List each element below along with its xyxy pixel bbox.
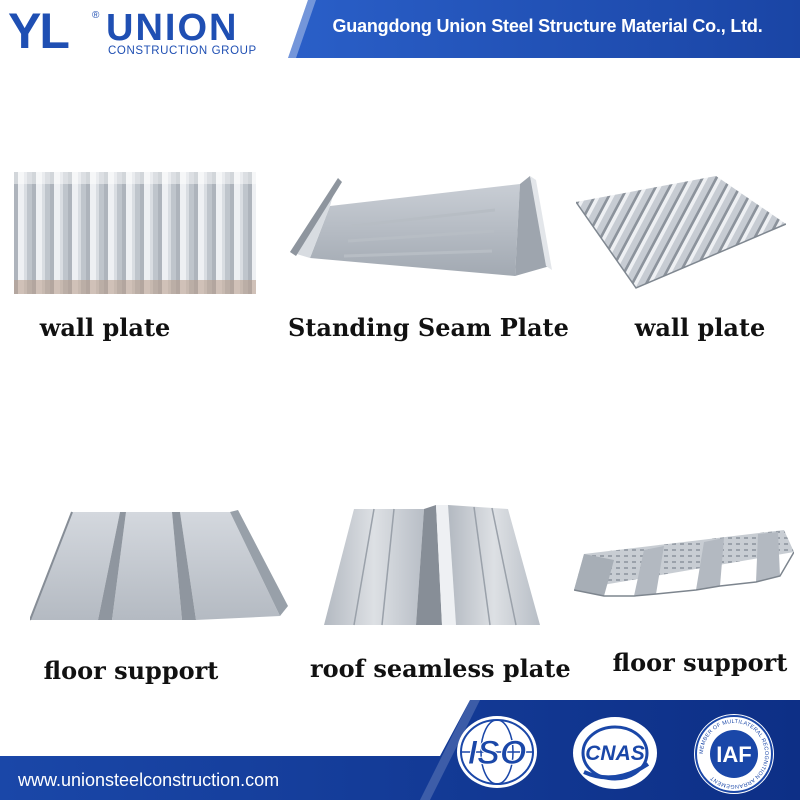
product-card-wall-plate-1 <box>14 172 256 294</box>
product-card-floor-support-1 <box>30 508 288 628</box>
iso-logo-icon: ISO <box>457 716 537 788</box>
product-card-standing-seam-plate <box>290 176 552 294</box>
union-logo: YL ® UNION CONSTRUCTION GROUP <box>8 6 257 54</box>
logo-registered: ® <box>92 10 100 21</box>
product-label: wall plate <box>39 313 171 342</box>
logo-name: UNION <box>106 7 238 49</box>
iaf-label: IAF <box>716 742 751 767</box>
product-label: roof seamless plate <box>310 654 571 683</box>
trapezoidal-wall-plate-icon <box>576 176 786 289</box>
header: YL ® UNION CONSTRUCTION GROUP Guangdong … <box>0 0 800 58</box>
logo-subtitle: CONSTRUCTION GROUP <box>108 45 257 54</box>
logo-mark: YL <box>8 6 68 54</box>
header-banner <box>288 0 800 58</box>
product-card-roof-seamless-plate <box>324 505 540 627</box>
product-label: Standing Seam Plate <box>288 313 569 342</box>
product-label: wall plate <box>634 313 766 342</box>
roof-seamless-plate-icon <box>324 505 540 626</box>
embossed-floor-deck-icon <box>574 530 794 597</box>
iso-label: ISO <box>468 734 527 772</box>
product-label: floor support <box>43 656 219 685</box>
floor-deck-plate-icon <box>30 510 288 621</box>
standing-seam-plate-icon <box>290 176 552 276</box>
company-name: Guangdong Union Steel Structure Material… <box>332 16 763 36</box>
product-card-wall-plate-2 <box>576 176 786 292</box>
cnas-logo-icon: CNAS <box>573 717 657 789</box>
corrugated-wall-plate-icon <box>14 172 256 294</box>
product-card-floor-support-2 <box>574 524 794 602</box>
iaf-logo-icon: MEMBER OF MULTILATERAL RECOGNITION ARRAN… <box>694 714 774 794</box>
website-link[interactable]: www.unionsteelconstruction.com <box>18 770 280 790</box>
product-label: floor support <box>612 648 788 677</box>
cnas-label: CNAS <box>585 742 645 765</box>
